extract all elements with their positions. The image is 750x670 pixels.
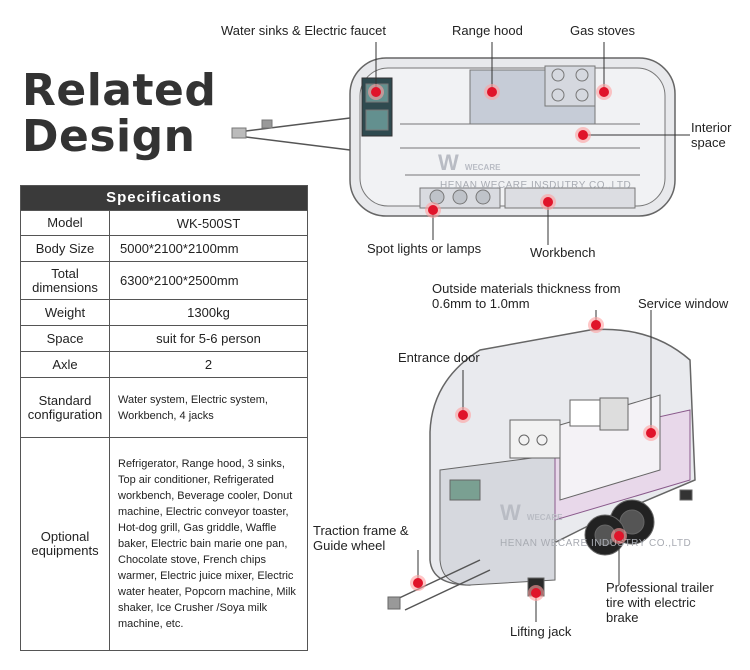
label-water-sinks: Water sinks & Electric faucet — [221, 23, 386, 38]
spec-row-weight: Weight 1300kg — [21, 299, 307, 325]
marker-dot — [371, 87, 381, 97]
label-interior-space: Interior space — [691, 120, 732, 150]
spec-row-body-size: Body Size 5000*2100*2100mm — [21, 235, 307, 261]
spec-row-total-dimensions: Total dimensions 6300*2100*2500mm — [21, 261, 307, 299]
spec-row-model: Model WK-500ST — [21, 210, 307, 235]
marker-dot — [578, 130, 588, 140]
spec-value: WK-500ST — [176, 215, 241, 231]
spec-key: Space — [21, 326, 110, 351]
label-traction-frame: Traction frame & Guide wheel — [313, 523, 409, 553]
heading-line-2: Design — [22, 111, 196, 162]
leader-lines — [375, 42, 690, 622]
marker-dot — [487, 87, 497, 97]
spec-row-optional-equipments: Optional equipments Refrigerator, Range … — [21, 437, 307, 650]
marker-dot — [646, 428, 656, 438]
marker-dot — [591, 320, 601, 330]
spec-row-axle: Axle 2 — [21, 351, 307, 377]
label-lifting-jack: Lifting jack — [510, 624, 572, 639]
watermark-text-bottom: HENAN WECARE INDUSTRY CO.,LTD — [500, 538, 692, 549]
watermark-text-top: HENAN WECARE INSDUTRY CO.,LTD — [440, 180, 632, 191]
label-trailer-tire: Professional trailer tire with electric … — [606, 580, 714, 625]
watermark-logo-top: W WECARE — [438, 150, 501, 175]
specifications-table: Specifications Model WK-500ST Body Size … — [20, 185, 308, 651]
marker-dot — [458, 410, 468, 420]
spec-key: Weight — [21, 300, 110, 325]
marker-dot — [543, 197, 553, 207]
marker-dot — [413, 578, 423, 588]
spec-key: Standard configuration — [21, 378, 110, 437]
spec-row-space: Space suit for 5-6 person — [21, 325, 307, 351]
spec-key: Body Size — [21, 236, 110, 261]
spec-value: 1300kg — [187, 305, 230, 320]
perspective-view-trailer — [387, 328, 696, 611]
specifications-title: Specifications — [21, 186, 307, 210]
label-spot-lights: Spot lights or lamps — [367, 241, 482, 256]
label-workbench: Workbench — [530, 245, 596, 260]
spec-row-standard-configuration: Standard configuration Water system, Ele… — [21, 377, 307, 437]
spec-value: Refrigerator, Range hood, 3 sinks, Top a… — [118, 458, 296, 630]
watermark-logo-bottom: W WECARE — [500, 500, 563, 525]
spec-value: 2 — [204, 357, 213, 372]
marker-dot — [531, 588, 541, 598]
label-entrance-door: Entrance door — [398, 350, 480, 365]
marker-dot — [614, 531, 624, 541]
spec-key: Axle — [21, 352, 110, 377]
label-materials-thickness: Outside materials thickness from 0.6mm t… — [432, 281, 621, 311]
spec-value: 5000*2100*2100mm — [120, 241, 239, 256]
spec-key: Total dimensions — [21, 262, 110, 299]
label-gas-stoves: Gas stoves — [570, 23, 636, 38]
spec-key: Optional equipments — [21, 438, 110, 650]
heading-line-1: Related — [22, 65, 217, 116]
marker-dot — [428, 205, 438, 215]
spec-value: Water system, Electric system, Workbench… — [118, 393, 268, 422]
page-heading: Related Design — [22, 68, 216, 160]
spec-value: 6300*2100*2500mm — [120, 273, 239, 288]
marker-dot — [599, 87, 609, 97]
label-service-window: Service window — [638, 296, 729, 311]
label-range-hood: Range hood — [452, 23, 523, 38]
spec-key: Model — [21, 211, 110, 235]
top-view-trailer — [231, 57, 676, 217]
spec-value: suit for 5-6 person — [156, 331, 261, 346]
